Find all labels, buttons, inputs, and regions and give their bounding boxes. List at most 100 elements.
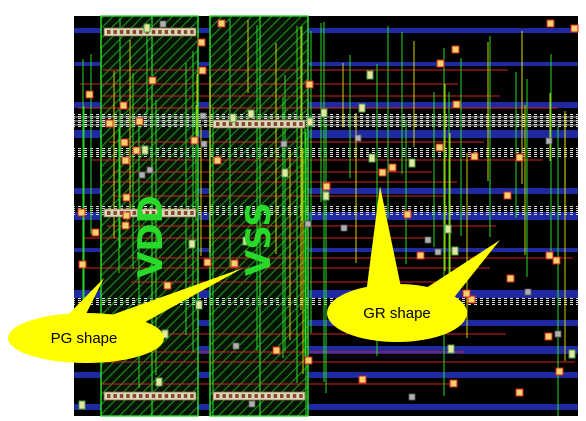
via-red <box>436 59 445 68</box>
via-strip-cut <box>183 211 188 215</box>
via-red <box>506 274 515 283</box>
via-strip-cut <box>158 30 162 34</box>
via-strip-cut <box>177 30 181 34</box>
via-grey <box>159 20 167 28</box>
via-grey <box>340 224 348 232</box>
via-green <box>322 191 330 201</box>
via-red <box>462 289 471 298</box>
via-red <box>545 251 554 260</box>
via-red <box>546 19 555 28</box>
via-red <box>91 228 100 237</box>
via-grey <box>434 248 442 256</box>
via-strip-cut <box>164 30 169 34</box>
via-strip <box>212 391 306 401</box>
via-green <box>451 246 459 256</box>
via-strip-cut <box>299 394 303 398</box>
via-strip-cut <box>113 30 117 34</box>
via-grey <box>524 288 532 296</box>
via-strip-cut <box>248 394 252 398</box>
via-green <box>229 113 237 123</box>
via-strip-cut <box>273 122 278 126</box>
via-strip-cut <box>132 30 137 34</box>
via-strip-cut <box>228 394 233 398</box>
via-strip-cut <box>113 211 117 215</box>
via-red <box>122 211 131 220</box>
via-strip-cut <box>151 211 156 215</box>
via-strip-cut <box>126 30 130 34</box>
via-strip-cut <box>228 122 233 126</box>
via-grey <box>304 220 312 228</box>
pg-callout-bubble <box>8 313 164 363</box>
via-grey <box>232 342 240 350</box>
via-strip-cut <box>190 30 194 34</box>
gr-callout-text: GR shape <box>363 305 431 322</box>
via-strip-cut <box>132 394 137 398</box>
via-red <box>119 101 128 110</box>
via-red <box>452 100 461 109</box>
pg-shape-callout: PG shape <box>8 268 243 363</box>
via-red <box>451 45 460 54</box>
via-red <box>515 388 524 397</box>
vdd-label: VDD <box>131 195 171 278</box>
via-red <box>85 90 94 99</box>
via-strip-cut <box>171 30 175 34</box>
via-red <box>213 156 222 165</box>
via-green <box>281 168 289 178</box>
via-red <box>304 356 313 365</box>
via-green <box>320 108 328 118</box>
via-strip-cut <box>292 122 297 126</box>
via-strip-cut <box>292 394 297 398</box>
blue-metal-stripe <box>74 28 578 33</box>
via-strip-cut <box>216 122 220 126</box>
via-green <box>368 153 376 163</box>
via-red <box>305 80 314 89</box>
via-grey <box>424 236 432 244</box>
via-strip <box>212 119 306 129</box>
via-grey <box>200 140 208 148</box>
via-strip-cut <box>280 122 284 126</box>
via-strip-cut <box>241 394 246 398</box>
via-strip-cut <box>216 394 220 398</box>
via-red <box>203 258 212 267</box>
via-strip-cut <box>171 394 175 398</box>
via-green <box>155 377 163 387</box>
via-strip-cut <box>248 122 252 126</box>
blue-metal-stripe <box>74 62 578 66</box>
via-green <box>188 239 196 249</box>
via-red <box>163 281 172 290</box>
via-red <box>544 332 553 341</box>
via-grey <box>545 137 553 145</box>
via-strip-cut <box>183 30 188 34</box>
via-green <box>358 103 366 113</box>
via-strip-cut <box>151 30 156 34</box>
via-green <box>366 70 374 80</box>
via-cells <box>77 19 579 410</box>
via-strip-cut <box>119 394 124 398</box>
via-red <box>358 375 367 384</box>
gr-callout-pointer <box>366 186 402 294</box>
via-red <box>515 153 524 162</box>
via-strip-cut <box>222 394 226 398</box>
via-strip-cut <box>145 211 149 215</box>
via-red <box>435 143 444 152</box>
via-strip-cut <box>260 394 265 398</box>
via-strip-cut <box>164 394 169 398</box>
via-red <box>77 208 86 217</box>
via-strip-cut <box>190 211 194 215</box>
via-strip-cut <box>235 122 239 126</box>
via-strip-cut <box>241 122 246 126</box>
via-red <box>503 191 512 200</box>
via-strip-cut <box>145 394 149 398</box>
via-strip-cut <box>183 394 188 398</box>
via-green <box>306 117 314 127</box>
via-strip <box>103 391 197 401</box>
via-strip-cut <box>107 211 111 215</box>
via-green <box>141 145 149 155</box>
via-red <box>272 346 281 355</box>
via-strip-cut <box>254 394 258 398</box>
via-red <box>190 136 199 145</box>
via-strip-cut <box>119 211 124 215</box>
via-green <box>444 224 452 234</box>
vss-label: VSS <box>239 202 279 276</box>
via-green <box>568 349 576 359</box>
